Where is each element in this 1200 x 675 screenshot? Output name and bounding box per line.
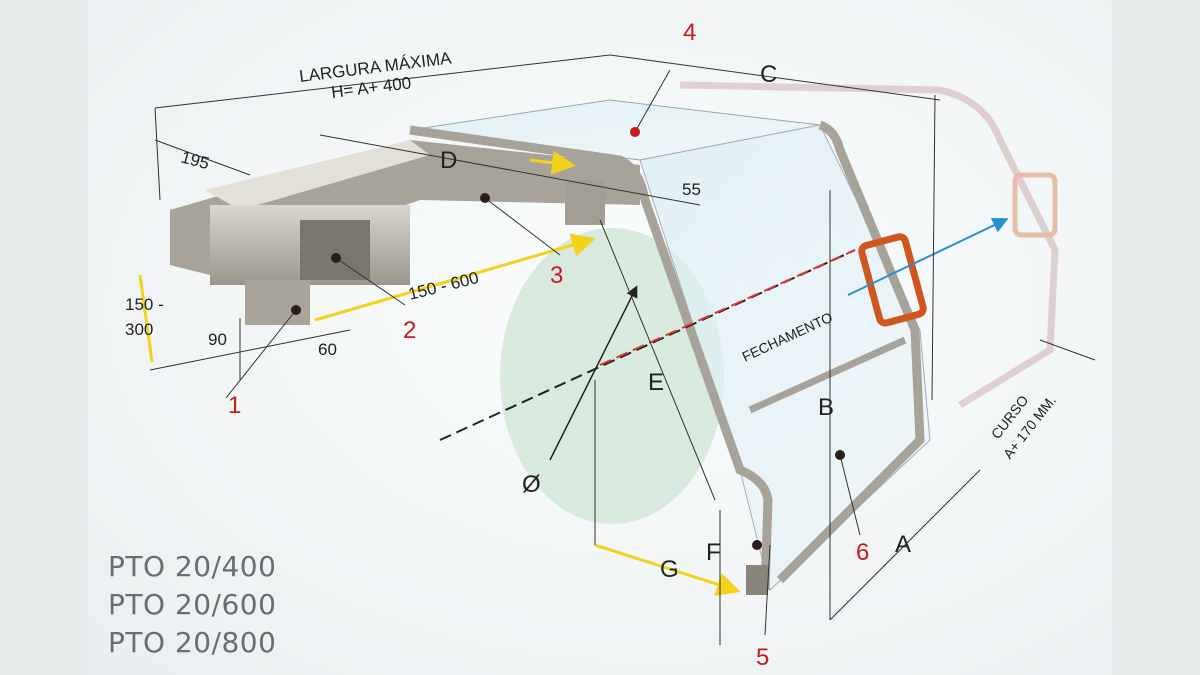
dim-150-600: 150 - 600 [406, 268, 480, 304]
letter-e: E [648, 369, 664, 396]
letter-f: F [706, 539, 721, 566]
callout-dots [630, 127, 640, 137]
dim-55: 55 [682, 180, 701, 199]
dim-150-300-b: 300 [125, 320, 153, 339]
callout-3: 3 [550, 262, 563, 289]
model-name: PTO 20/400 [108, 550, 277, 583]
dim-90: 90 [208, 330, 227, 349]
letter-c: C [760, 61, 777, 88]
diameter-symbol: Ø [522, 471, 541, 498]
letter-a: A [895, 531, 911, 558]
letter-b: B [818, 394, 834, 421]
model-name: PTO 20/800 [108, 626, 277, 659]
base-rail [170, 140, 640, 325]
callout-4: 4 [683, 19, 696, 46]
dim-150-300-a: 150 - [125, 295, 164, 314]
glass-guard [409, 99, 931, 595]
callout-2: 2 [403, 317, 416, 344]
model-name: PTO 20/600 [108, 588, 277, 621]
model-list: PTO 20/400 PTO 20/600 PTO 20/800 [108, 548, 276, 662]
callout-5: 5 [756, 644, 769, 671]
dim-195: 195 [179, 148, 211, 174]
letter-g: G [660, 556, 679, 583]
callout-6: 6 [856, 539, 869, 566]
ghost-guard-open-position [679, 81, 1059, 408]
letter-d: D [440, 147, 457, 174]
dim-60: 60 [318, 340, 337, 359]
blade-disc [500, 228, 724, 524]
callout-1: 1 [228, 392, 241, 419]
